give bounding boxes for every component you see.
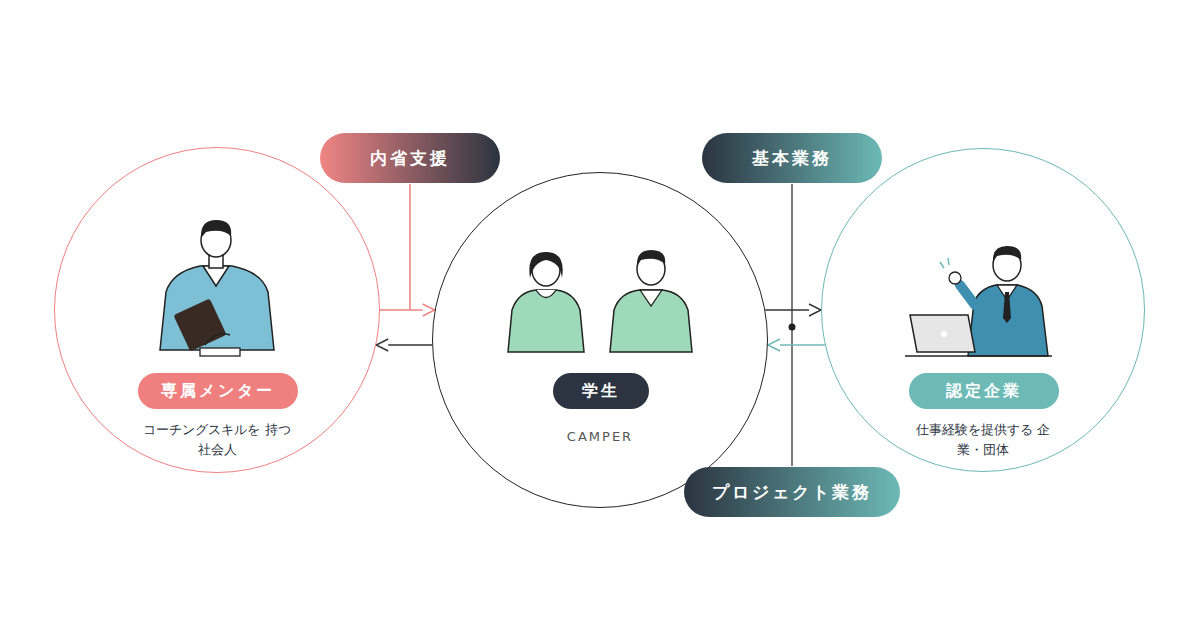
label-pill: プロジェクト業務 bbox=[684, 467, 900, 517]
node-caption: コーチングスキルを 持つ社会人 bbox=[137, 420, 297, 459]
mentor-figure bbox=[160, 220, 274, 356]
label-pill: 専属メンター bbox=[138, 373, 298, 409]
arrowhead bbox=[768, 339, 780, 351]
label-pill: 認定企業 bbox=[909, 373, 1059, 409]
pill-text: 専属メンター bbox=[161, 381, 275, 402]
label-pill: 内省支援 bbox=[320, 133, 500, 183]
label-pill: 基本業務 bbox=[702, 133, 882, 183]
company-figure bbox=[905, 246, 1052, 356]
node-circle: 仕事経験を提供する 企業・団体 認定企業 bbox=[821, 148, 1145, 472]
node-caption: 仕事経験を提供する 企業・団体 bbox=[903, 420, 1063, 459]
pill-text: 認定企業 bbox=[946, 381, 1022, 402]
arrowhead bbox=[809, 304, 821, 316]
junction-dot bbox=[789, 324, 796, 331]
node-circle: コーチングスキルを 持つ社会人 専属メンター bbox=[54, 147, 380, 473]
pill-text: 基本業務 bbox=[752, 147, 832, 170]
node-circle: CAMPER 学生 bbox=[432, 172, 768, 508]
pill-text: プロジェクト業務 bbox=[712, 481, 872, 504]
arrowhead bbox=[376, 339, 388, 351]
leader-line bbox=[409, 184, 411, 310]
node-caption: CAMPER bbox=[520, 427, 680, 447]
student-figures bbox=[508, 250, 692, 352]
label-pill: 学生 bbox=[553, 373, 649, 409]
pill-text: 内省支援 bbox=[370, 147, 450, 170]
pill-text: 学生 bbox=[582, 381, 620, 402]
